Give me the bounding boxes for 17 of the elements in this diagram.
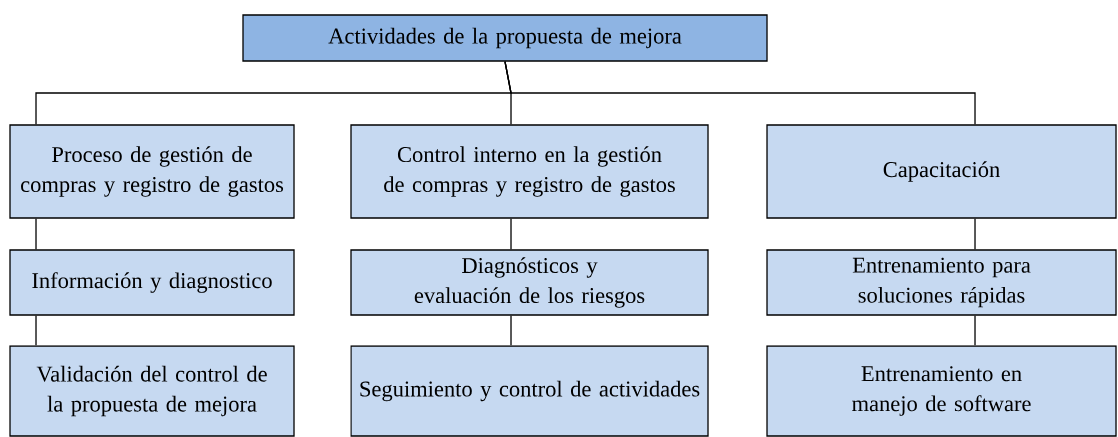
activity-box: Seguimiento y control de actividades	[350, 345, 709, 437]
activity-box: Proceso de gestión de compras y registro de gastos	[9, 124, 295, 219]
activity-box: Entrenamiento en manejo de software	[766, 345, 1117, 437]
connector-line	[974, 218, 976, 250]
activity-box: Entrenamiento para soluciones rápidas	[766, 249, 1117, 316]
activity-box: Validación del control de la propuesta de mejora	[9, 345, 295, 437]
connector-line	[35, 218, 37, 250]
connector-line	[35, 315, 37, 346]
activity-box: Información y diagnostico	[9, 249, 295, 316]
connector-line	[504, 61, 976, 125]
connector-line	[974, 315, 976, 346]
activity-box: Control interno en la gestión de compras y registro de gastos	[350, 124, 709, 219]
activity-box: Diagnósticos y evaluación de los riesgos	[350, 249, 709, 316]
connector-line	[510, 315, 512, 346]
activity-box: Capacitación	[766, 124, 1117, 219]
heading-box: Actividades de la propuesta de mejora	[242, 14, 768, 62]
connector-line	[510, 218, 512, 250]
